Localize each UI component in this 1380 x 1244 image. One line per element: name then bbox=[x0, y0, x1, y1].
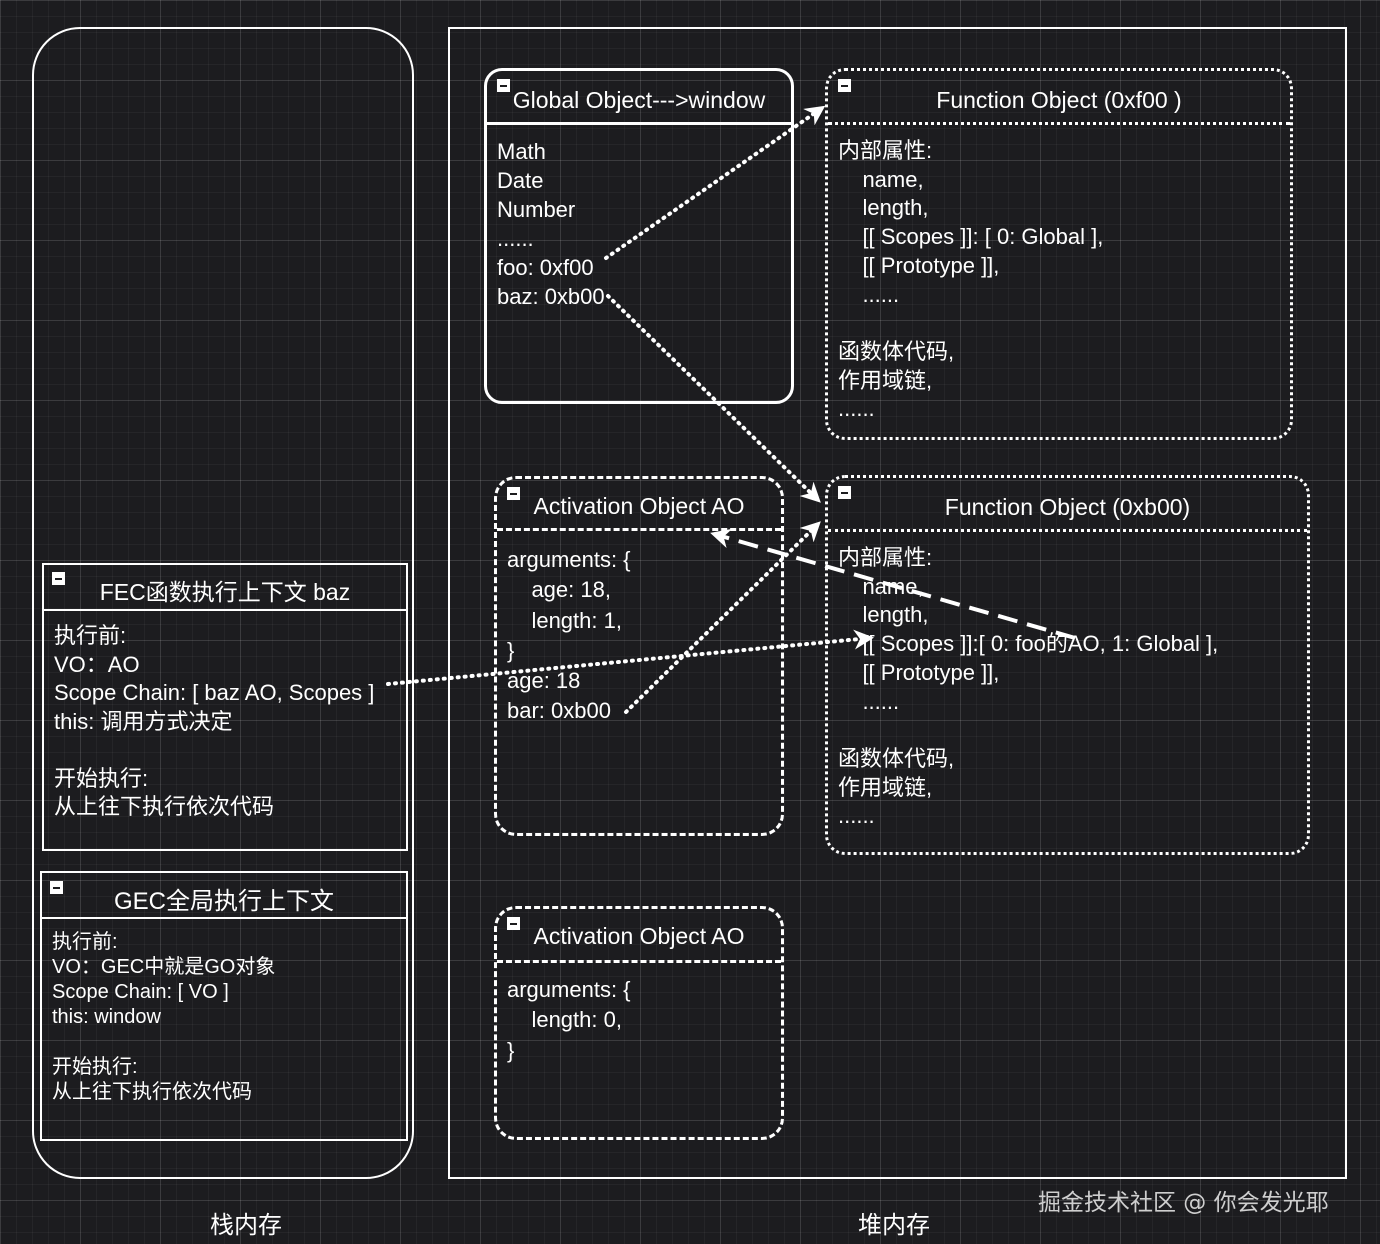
arrow-baz-to-function-bar bbox=[606, 294, 821, 503]
arrow-bar-to-function-bar bbox=[624, 521, 821, 714]
arrow-foo-ao-to-activation-object bbox=[710, 528, 1076, 640]
collapse-icon[interactable] bbox=[838, 486, 851, 499]
stack-memory-container bbox=[32, 27, 414, 1179]
function-object-foo-separator bbox=[828, 122, 1290, 125]
activation-object-foo-title: Activation Object AO bbox=[533, 923, 745, 949]
arrow-foo-to-function-foo bbox=[604, 105, 826, 260]
collapse-icon[interactable] bbox=[52, 572, 65, 585]
global-object-body: Math Date Number ...... foo: 0xf00 baz: … bbox=[497, 139, 605, 309]
function-object-bar-separator bbox=[828, 529, 1307, 532]
function-object-bar-body: 内部属性: name, length, [[ Scopes ]]:[ 0: fo… bbox=[838, 545, 1219, 829]
function-object-foo-body: 内部属性: name, length, [[ Scopes ]]: [ 0: G… bbox=[838, 138, 1104, 422]
fec-title: FEC函数执行上下文 baz bbox=[99, 579, 351, 605]
collapse-icon[interactable] bbox=[507, 917, 520, 930]
activation-object-foo-separator bbox=[497, 960, 781, 963]
collapse-icon[interactable] bbox=[507, 487, 520, 500]
collapse-icon[interactable] bbox=[838, 79, 851, 92]
collapse-icon[interactable] bbox=[497, 79, 510, 92]
heap-memory-label: 堆内存 bbox=[858, 1211, 930, 1239]
gec-title: GEC全局执行上下文 bbox=[113, 888, 334, 915]
watermark-text: 掘金技术社区 @ 你会发光耶 bbox=[1038, 1190, 1329, 1216]
global-object-separator bbox=[487, 122, 791, 125]
activation-object-baz-separator bbox=[497, 528, 781, 531]
arrow-fec-scopes-to-function-bar-scopes bbox=[386, 629, 874, 686]
global-object-box[interactable]: Global Object--->window Math Date Number… bbox=[484, 68, 794, 404]
stack-memory-label: 栈内存 bbox=[210, 1211, 282, 1239]
function-object-foo-box[interactable]: Function Object (0xf00 ) 内部属性: name, len… bbox=[825, 68, 1293, 440]
gec-box[interactable]: GEC全局执行上下文 执行前: VO：GEC中就是GO对象 Scope Chai… bbox=[40, 871, 408, 1141]
fec-separator bbox=[44, 609, 406, 611]
activation-object-baz-title: Activation Object AO bbox=[533, 493, 745, 519]
global-object-title: Global Object--->window bbox=[512, 87, 766, 113]
activation-object-foo-body: arguments: { length: 0, } bbox=[507, 977, 631, 1063]
fec-box[interactable]: FEC函数执行上下文 baz 执行前: VO：AO Scope Chain: [… bbox=[42, 563, 408, 851]
gec-body: 执行前: VO：GEC中就是GO对象 Scope Chain: [ VO ] t… bbox=[52, 931, 276, 1103]
gec-separator bbox=[42, 917, 406, 919]
function-object-foo-title: Function Object (0xf00 ) bbox=[936, 87, 1182, 113]
fec-body: 执行前: VO：AO Scope Chain: [ baz AO, Scopes… bbox=[54, 623, 375, 819]
collapse-icon[interactable] bbox=[50, 881, 63, 894]
function-object-bar-box[interactable]: Function Object (0xb00) 内部属性: name, leng… bbox=[825, 475, 1310, 855]
function-object-bar-title: Function Object (0xb00) bbox=[944, 494, 1191, 520]
activation-object-foo-box[interactable]: Activation Object AO arguments: { length… bbox=[494, 906, 784, 1140]
heap-memory-container bbox=[448, 27, 1347, 1179]
